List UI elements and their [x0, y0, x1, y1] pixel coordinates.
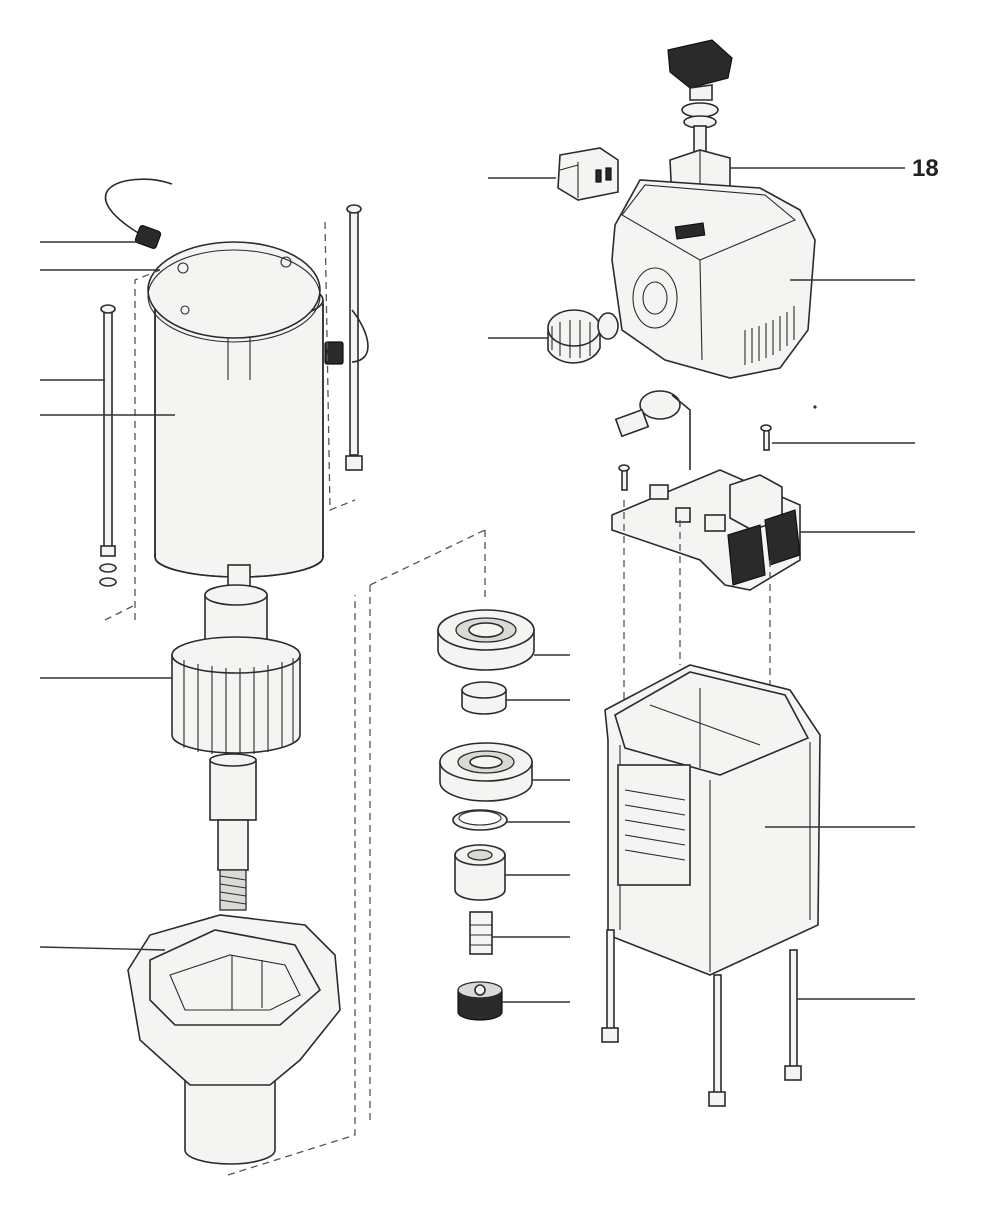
stator-screws — [601, 929, 802, 1107]
part-number-18: 18 — [912, 155, 939, 182]
switch-slider-knob — [667, 39, 733, 157]
circuit-board — [611, 469, 801, 591]
speed-control-knob — [547, 309, 619, 364]
threaded-collar — [454, 844, 506, 901]
potentiometer — [614, 390, 691, 470]
speck — [813, 405, 817, 409]
wire-connector — [104, 178, 173, 249]
end-cap-plate — [147, 241, 321, 343]
long-screw-left — [99, 304, 117, 587]
stator-housing — [604, 664, 821, 976]
ball-bearing-lower — [439, 742, 533, 802]
collet-nut — [457, 981, 503, 1021]
collet — [469, 911, 493, 955]
ball-bearing-upper — [437, 609, 535, 671]
small-screws — [618, 424, 772, 491]
long-screw-right — [324, 204, 369, 471]
lower-gear-housing — [127, 914, 341, 1165]
armature-rotor — [171, 564, 301, 911]
retaining-ring — [452, 809, 508, 831]
top-housing-cover — [611, 179, 816, 379]
spacer-sleeve — [461, 681, 507, 715]
power-socket — [557, 147, 619, 201]
